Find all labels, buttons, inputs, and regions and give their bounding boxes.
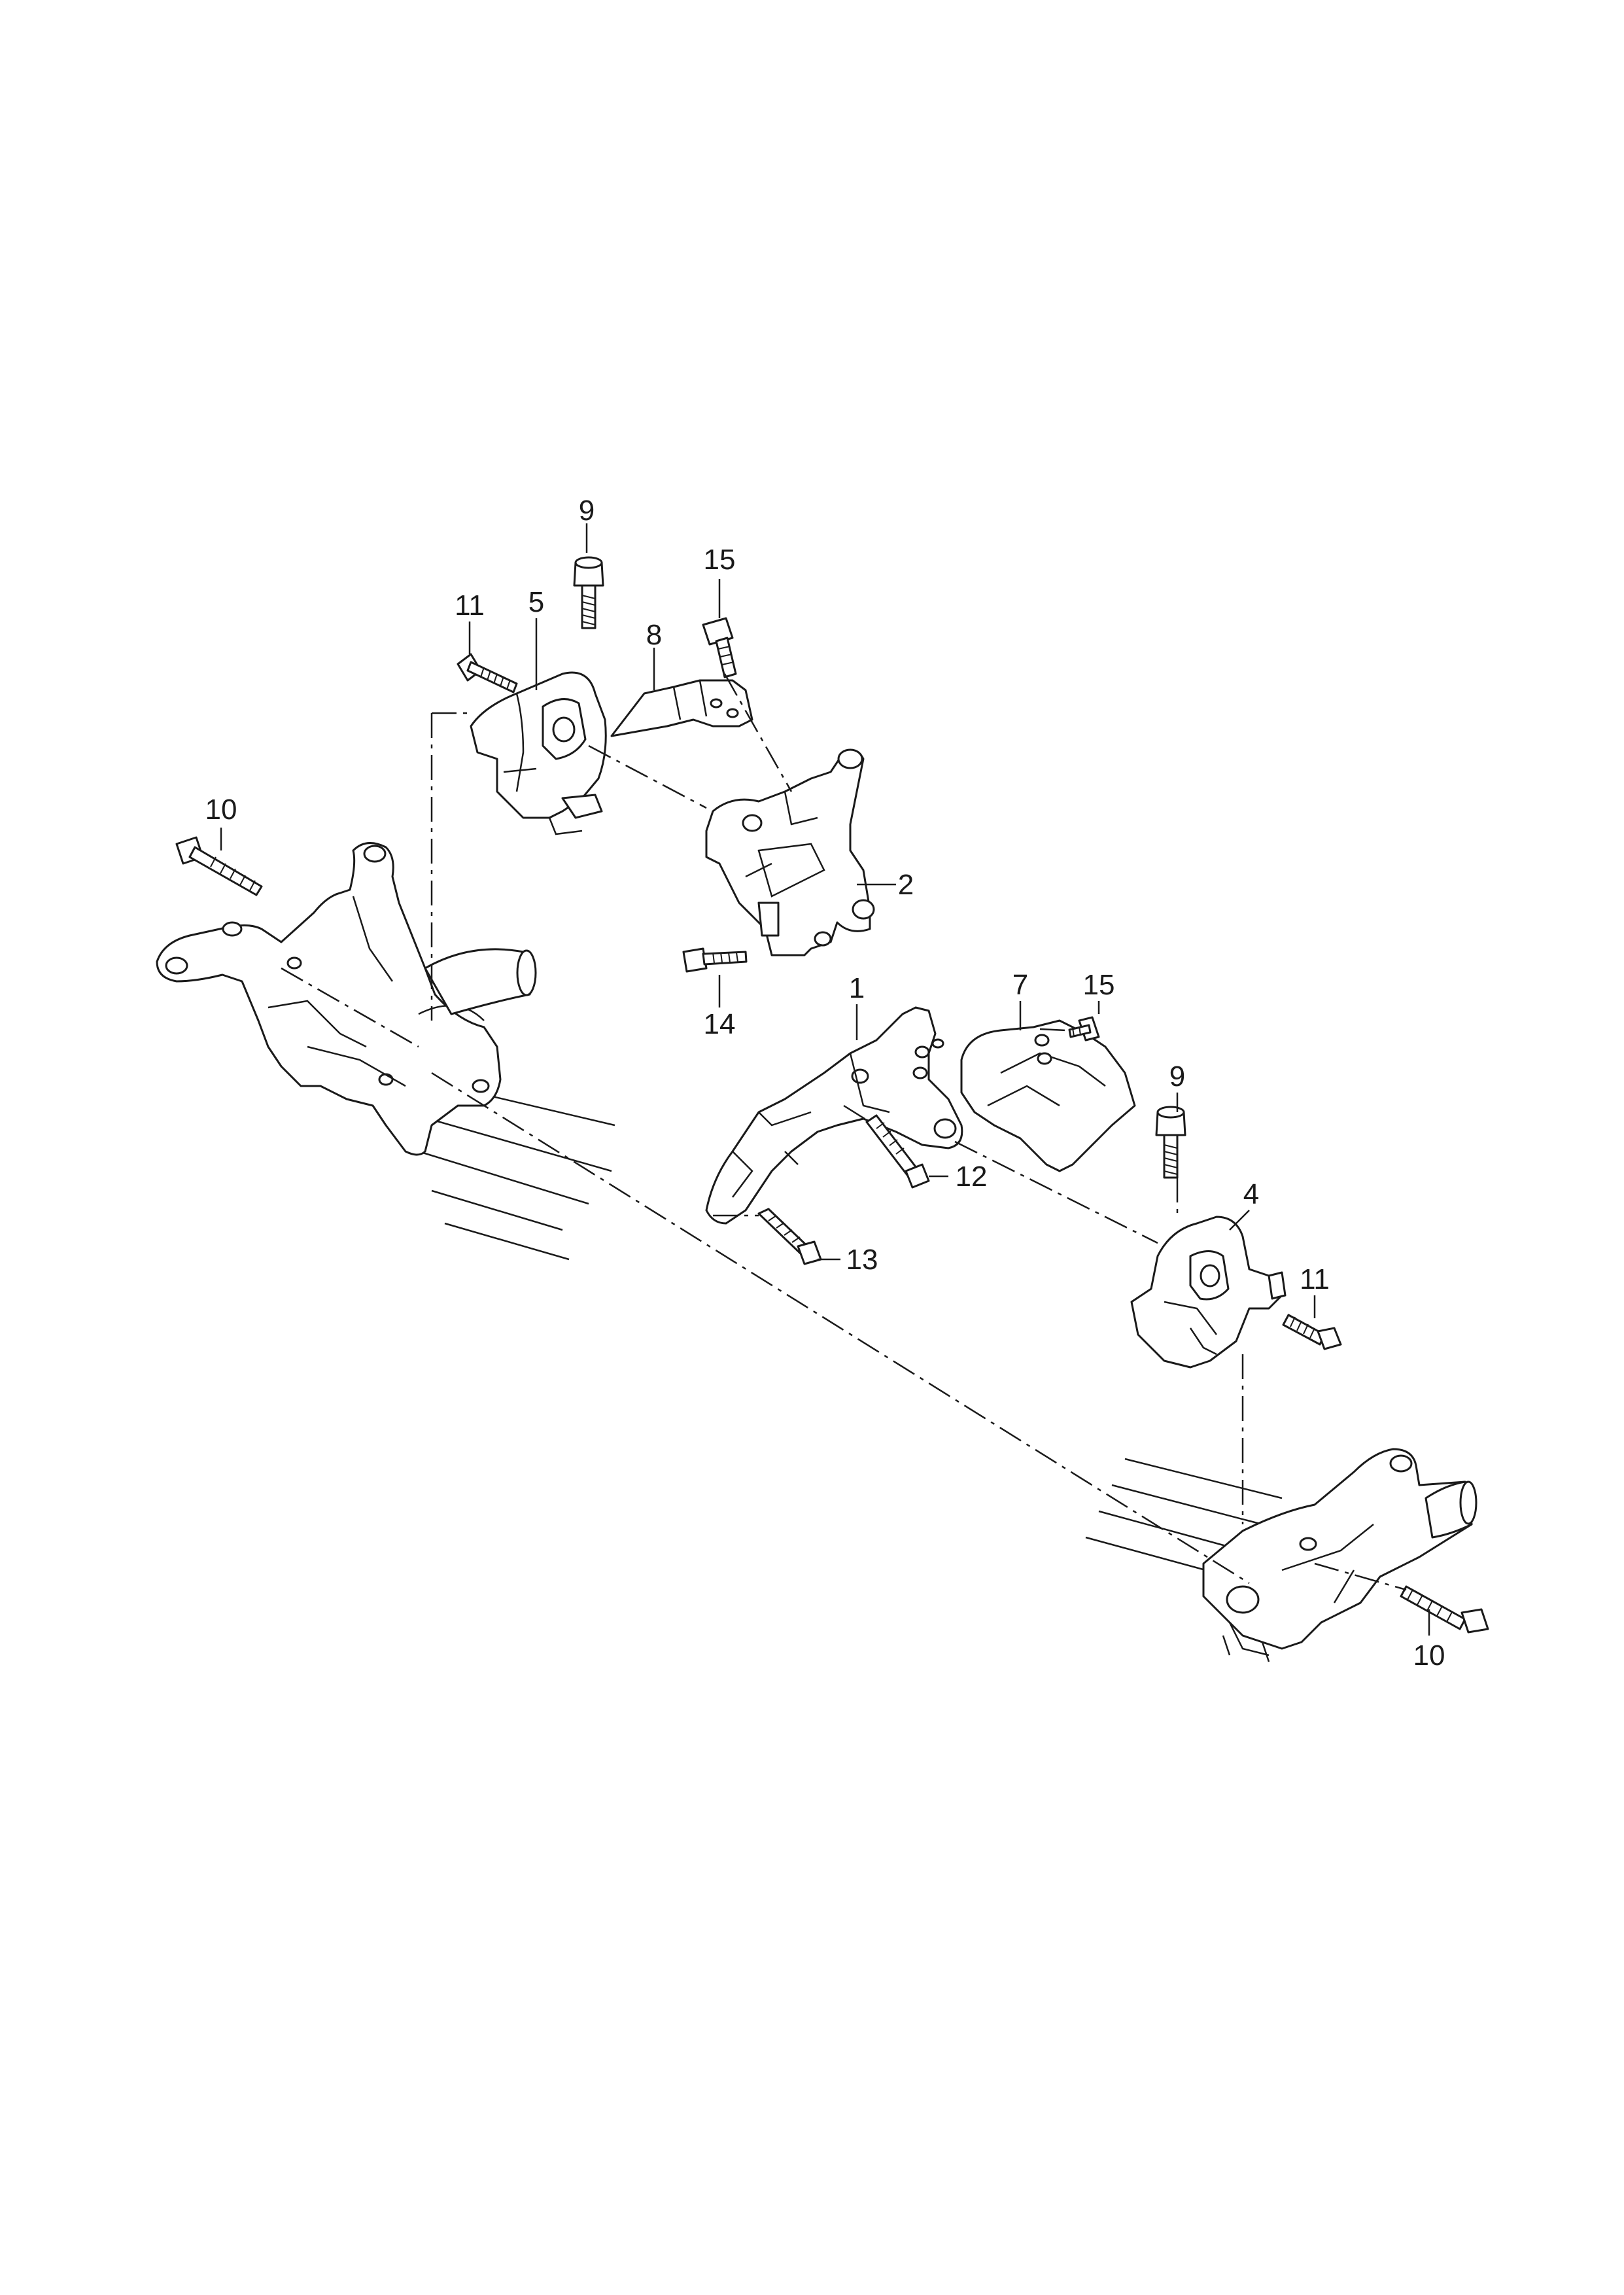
callout-1: 1 [849, 972, 865, 1004]
callout-8: 8 [646, 619, 662, 651]
callout-9-right: 9 [1169, 1060, 1185, 1093]
callout-10-left: 10 [205, 794, 237, 826]
callout-4: 4 [1243, 1178, 1259, 1210]
bolt-15-right [1068, 1016, 1100, 1042]
bolt-9-right [1155, 1106, 1186, 1179]
callout-12: 12 [956, 1161, 988, 1193]
engine-bracket-1 [705, 1006, 963, 1225]
bolt-11-left [457, 653, 518, 693]
callout-11-left: 11 [455, 589, 485, 622]
subframe-left [156, 842, 615, 1261]
bolt-13 [757, 1208, 822, 1265]
callout-15-right: 15 [1083, 969, 1115, 1001]
assembly-lines [281, 673, 1407, 1591]
callout-10-right: 10 [1413, 1639, 1445, 1672]
heat-shield-upper [610, 679, 753, 737]
callout-labels: 9 11 5 8 15 2 10 14 1 7 15 9 4 11 12 13 … [205, 495, 1445, 1672]
engine-mount-upper [470, 671, 607, 835]
engine-mount-lower [1130, 1216, 1287, 1369]
callout-14: 14 [704, 1008, 736, 1040]
bolt-12 [865, 1114, 930, 1189]
callout-15-top: 15 [704, 544, 736, 576]
callout-11-right: 11 [1300, 1263, 1330, 1295]
bolt-10-right [1400, 1585, 1489, 1634]
callout-13: 13 [846, 1244, 878, 1276]
heat-shield-lower [931, 1019, 1136, 1172]
callout-5: 5 [528, 586, 544, 618]
subframe-right [1085, 1448, 1477, 1662]
bolt-14 [682, 947, 748, 973]
callout-leaders [220, 523, 1430, 1636]
callout-9-top: 9 [579, 495, 595, 527]
bolt-10-left [175, 836, 263, 896]
callout-7: 7 [1012, 969, 1028, 1001]
bolt-11-right [1282, 1314, 1342, 1350]
bolt-9-upper [573, 556, 604, 629]
callout-2: 2 [898, 869, 914, 901]
engine-bracket-2 [705, 748, 875, 956]
bolt-15-upper [702, 617, 737, 678]
